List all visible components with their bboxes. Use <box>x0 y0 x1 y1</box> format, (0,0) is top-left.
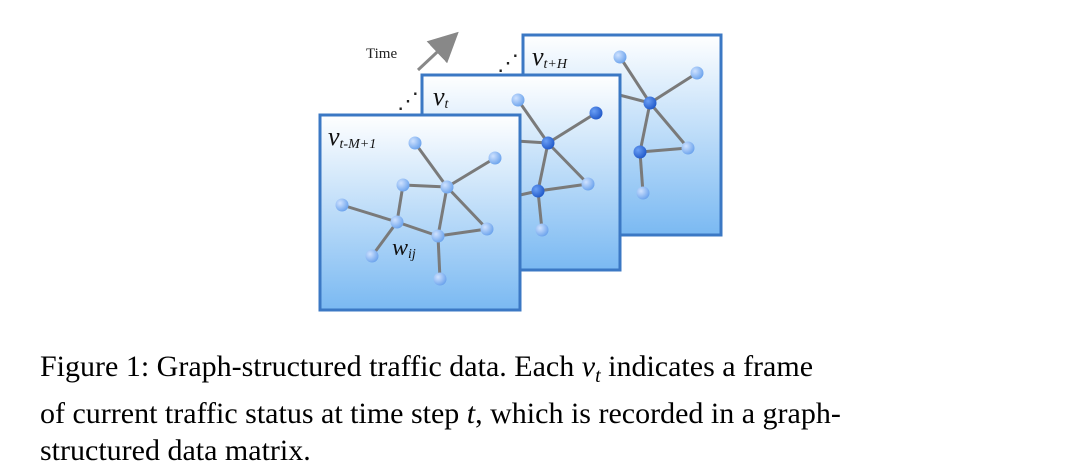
graph-figure: Time ⋰ ⋰ vt+H <box>318 31 723 312</box>
frame-label-t: vt <box>433 82 450 112</box>
ellipsis-dots-top: ⋰ <box>497 50 519 75</box>
time-label: Time <box>366 46 397 62</box>
frame-t-minus-m-plus-1: vt-M+1 wij <box>318 113 522 312</box>
ellipsis-dots-middle: ⋰ <box>397 88 419 113</box>
caption-line-1: Figure 1: Graph-structured traffic data.… <box>40 350 814 387</box>
edge-weight-label: wij <box>392 235 416 262</box>
figure-caption: Figure 1: Graph-structured traffic data.… <box>40 348 1050 469</box>
time-arrow <box>416 31 459 72</box>
caption-line-3: structured data matrix. <box>40 434 311 467</box>
caption-line-2: of current traffic status at time step t… <box>40 397 841 430</box>
frame-label-t-minus-m-plus-1: vt-M+1 <box>328 122 376 152</box>
frame-label-t-plus-h: vt+H <box>532 42 568 72</box>
